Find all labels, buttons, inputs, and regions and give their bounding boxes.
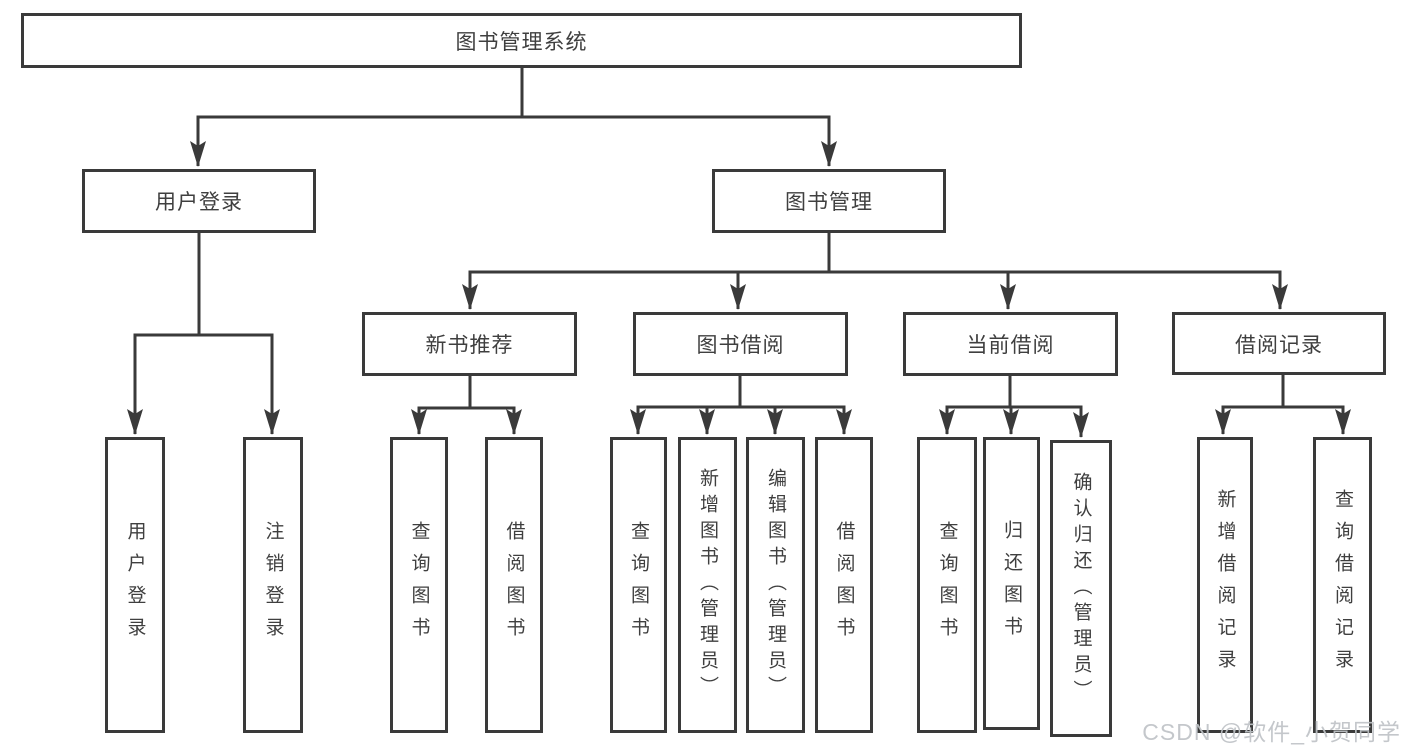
node-leaf-edit-books: 编辑图书（管理员） xyxy=(746,437,805,733)
node-book-mgmt-label: 图书管理 xyxy=(785,191,873,214)
node-book-borrow-label: 图书借阅 xyxy=(696,334,785,357)
node-current-borrow: 当前借阅 xyxy=(903,312,1118,376)
node-leaf-add-books-label: 新增图书（管理员） xyxy=(697,468,718,702)
node-leaf-query-record-label: 查询借阅记录 xyxy=(1332,489,1353,681)
node-leaf-borrow-books-1: 借阅图书 xyxy=(485,437,543,733)
connector-user-login-to-leaves xyxy=(127,233,280,435)
node-leaf-query-books-2-label: 查询图书 xyxy=(628,521,649,649)
node-leaf-query-books-3: 查询图书 xyxy=(917,437,977,733)
node-leaf-logout-label: 注销登录 xyxy=(262,521,284,649)
node-leaf-query-books-3-label: 查询图书 xyxy=(936,521,958,649)
node-leaf-add-books: 新增图书（管理员） xyxy=(678,437,737,733)
node-current-borrow-label: 当前借阅 xyxy=(966,334,1055,357)
node-leaf-query-record: 查询借阅记录 xyxy=(1313,437,1372,733)
node-user-login-label: 用户登录 xyxy=(155,191,243,214)
node-book-mgmt: 图书管理 xyxy=(712,169,946,233)
connector-book-borrow-to-leaves xyxy=(630,376,852,435)
node-leaf-add-record-label: 新增借阅记录 xyxy=(1214,489,1236,681)
csdn-watermark: CSDN @软件_小贺同学 xyxy=(1142,719,1401,745)
node-leaf-return-books: 归还图书 xyxy=(983,437,1040,730)
node-leaf-user-login: 用户登录 xyxy=(105,437,165,733)
node-new-book-rec-label: 新书推荐 xyxy=(425,334,514,357)
connector-new-book-rec-to-leaves xyxy=(411,376,522,435)
node-leaf-query-books-1-label: 查询图书 xyxy=(408,521,430,649)
connector-root-to-level2 xyxy=(190,68,837,167)
node-leaf-borrow-books-1-label: 借阅图书 xyxy=(503,521,525,649)
node-leaf-confirm-return-label: 确认归还（管理员） xyxy=(1070,471,1092,706)
node-user-login: 用户登录 xyxy=(82,169,316,233)
node-root: 图书管理系统 xyxy=(21,13,1022,68)
node-leaf-confirm-return: 确认归还（管理员） xyxy=(1050,440,1112,737)
node-leaf-logout: 注销登录 xyxy=(243,437,303,733)
node-leaf-borrow-books-2-label: 借阅图书 xyxy=(833,521,855,649)
connector-borrow-record-to-leaves xyxy=(1215,375,1351,435)
node-leaf-return-books-label: 归还图书 xyxy=(1001,519,1022,648)
node-leaf-query-books-1: 查询图书 xyxy=(390,437,448,733)
connector-book-mgmt-to-level3 xyxy=(462,233,1288,310)
node-leaf-add-record: 新增借阅记录 xyxy=(1197,437,1253,733)
node-book-borrow: 图书借阅 xyxy=(633,312,848,376)
connector-current-borrow-to-leaves xyxy=(939,376,1089,438)
node-leaf-borrow-books-2: 借阅图书 xyxy=(815,437,873,733)
node-borrow-record: 借阅记录 xyxy=(1172,312,1386,375)
node-new-book-rec: 新书推荐 xyxy=(362,312,577,376)
node-root-label: 图书管理系统 xyxy=(455,30,588,54)
node-leaf-query-books-2: 查询图书 xyxy=(610,437,667,733)
node-leaf-edit-books-label: 编辑图书（管理员） xyxy=(765,468,786,702)
node-borrow-record-label: 借阅记录 xyxy=(1235,333,1323,357)
node-leaf-user-login-label: 用户登录 xyxy=(124,521,146,649)
